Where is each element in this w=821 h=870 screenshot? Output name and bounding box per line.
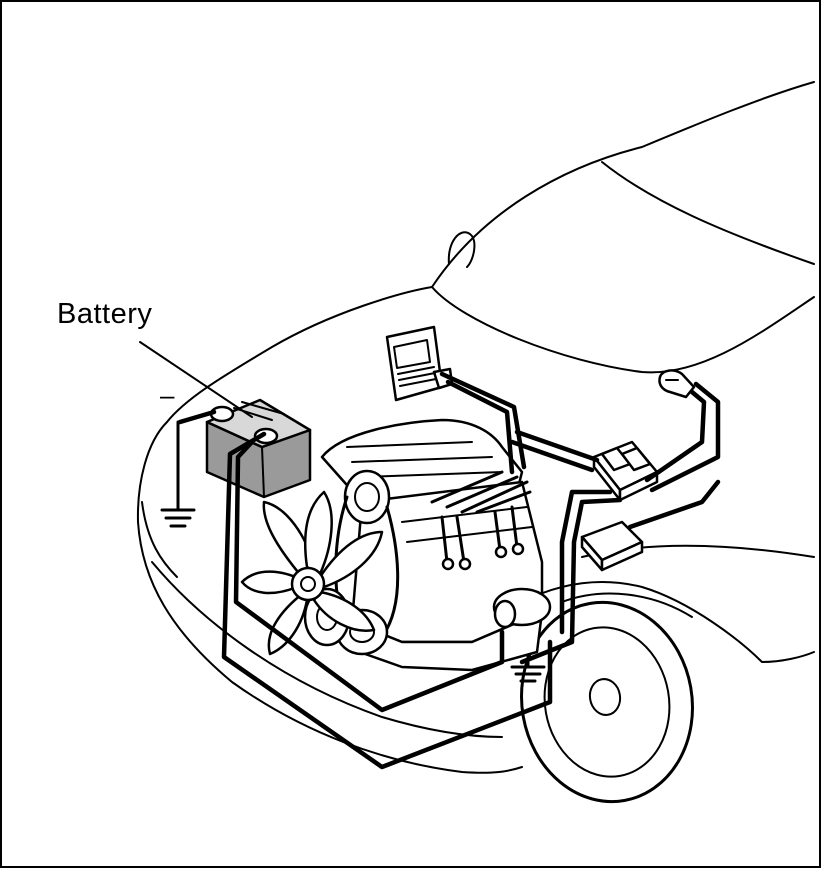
battery — [205, 398, 312, 499]
control-module — [385, 325, 454, 402]
negative-terminal-label: – — [160, 380, 175, 410]
ground-symbol-left — [160, 420, 196, 528]
fuse-box — [580, 520, 644, 572]
battery-label: Battery — [57, 298, 153, 330]
lamp-socket — [658, 369, 696, 399]
engine — [303, 418, 552, 672]
front-wheel — [520, 592, 694, 804]
wiring-harness — [177, 371, 721, 770]
battery-leader-line — [139, 341, 253, 418]
radiator-fan — [240, 490, 384, 656]
